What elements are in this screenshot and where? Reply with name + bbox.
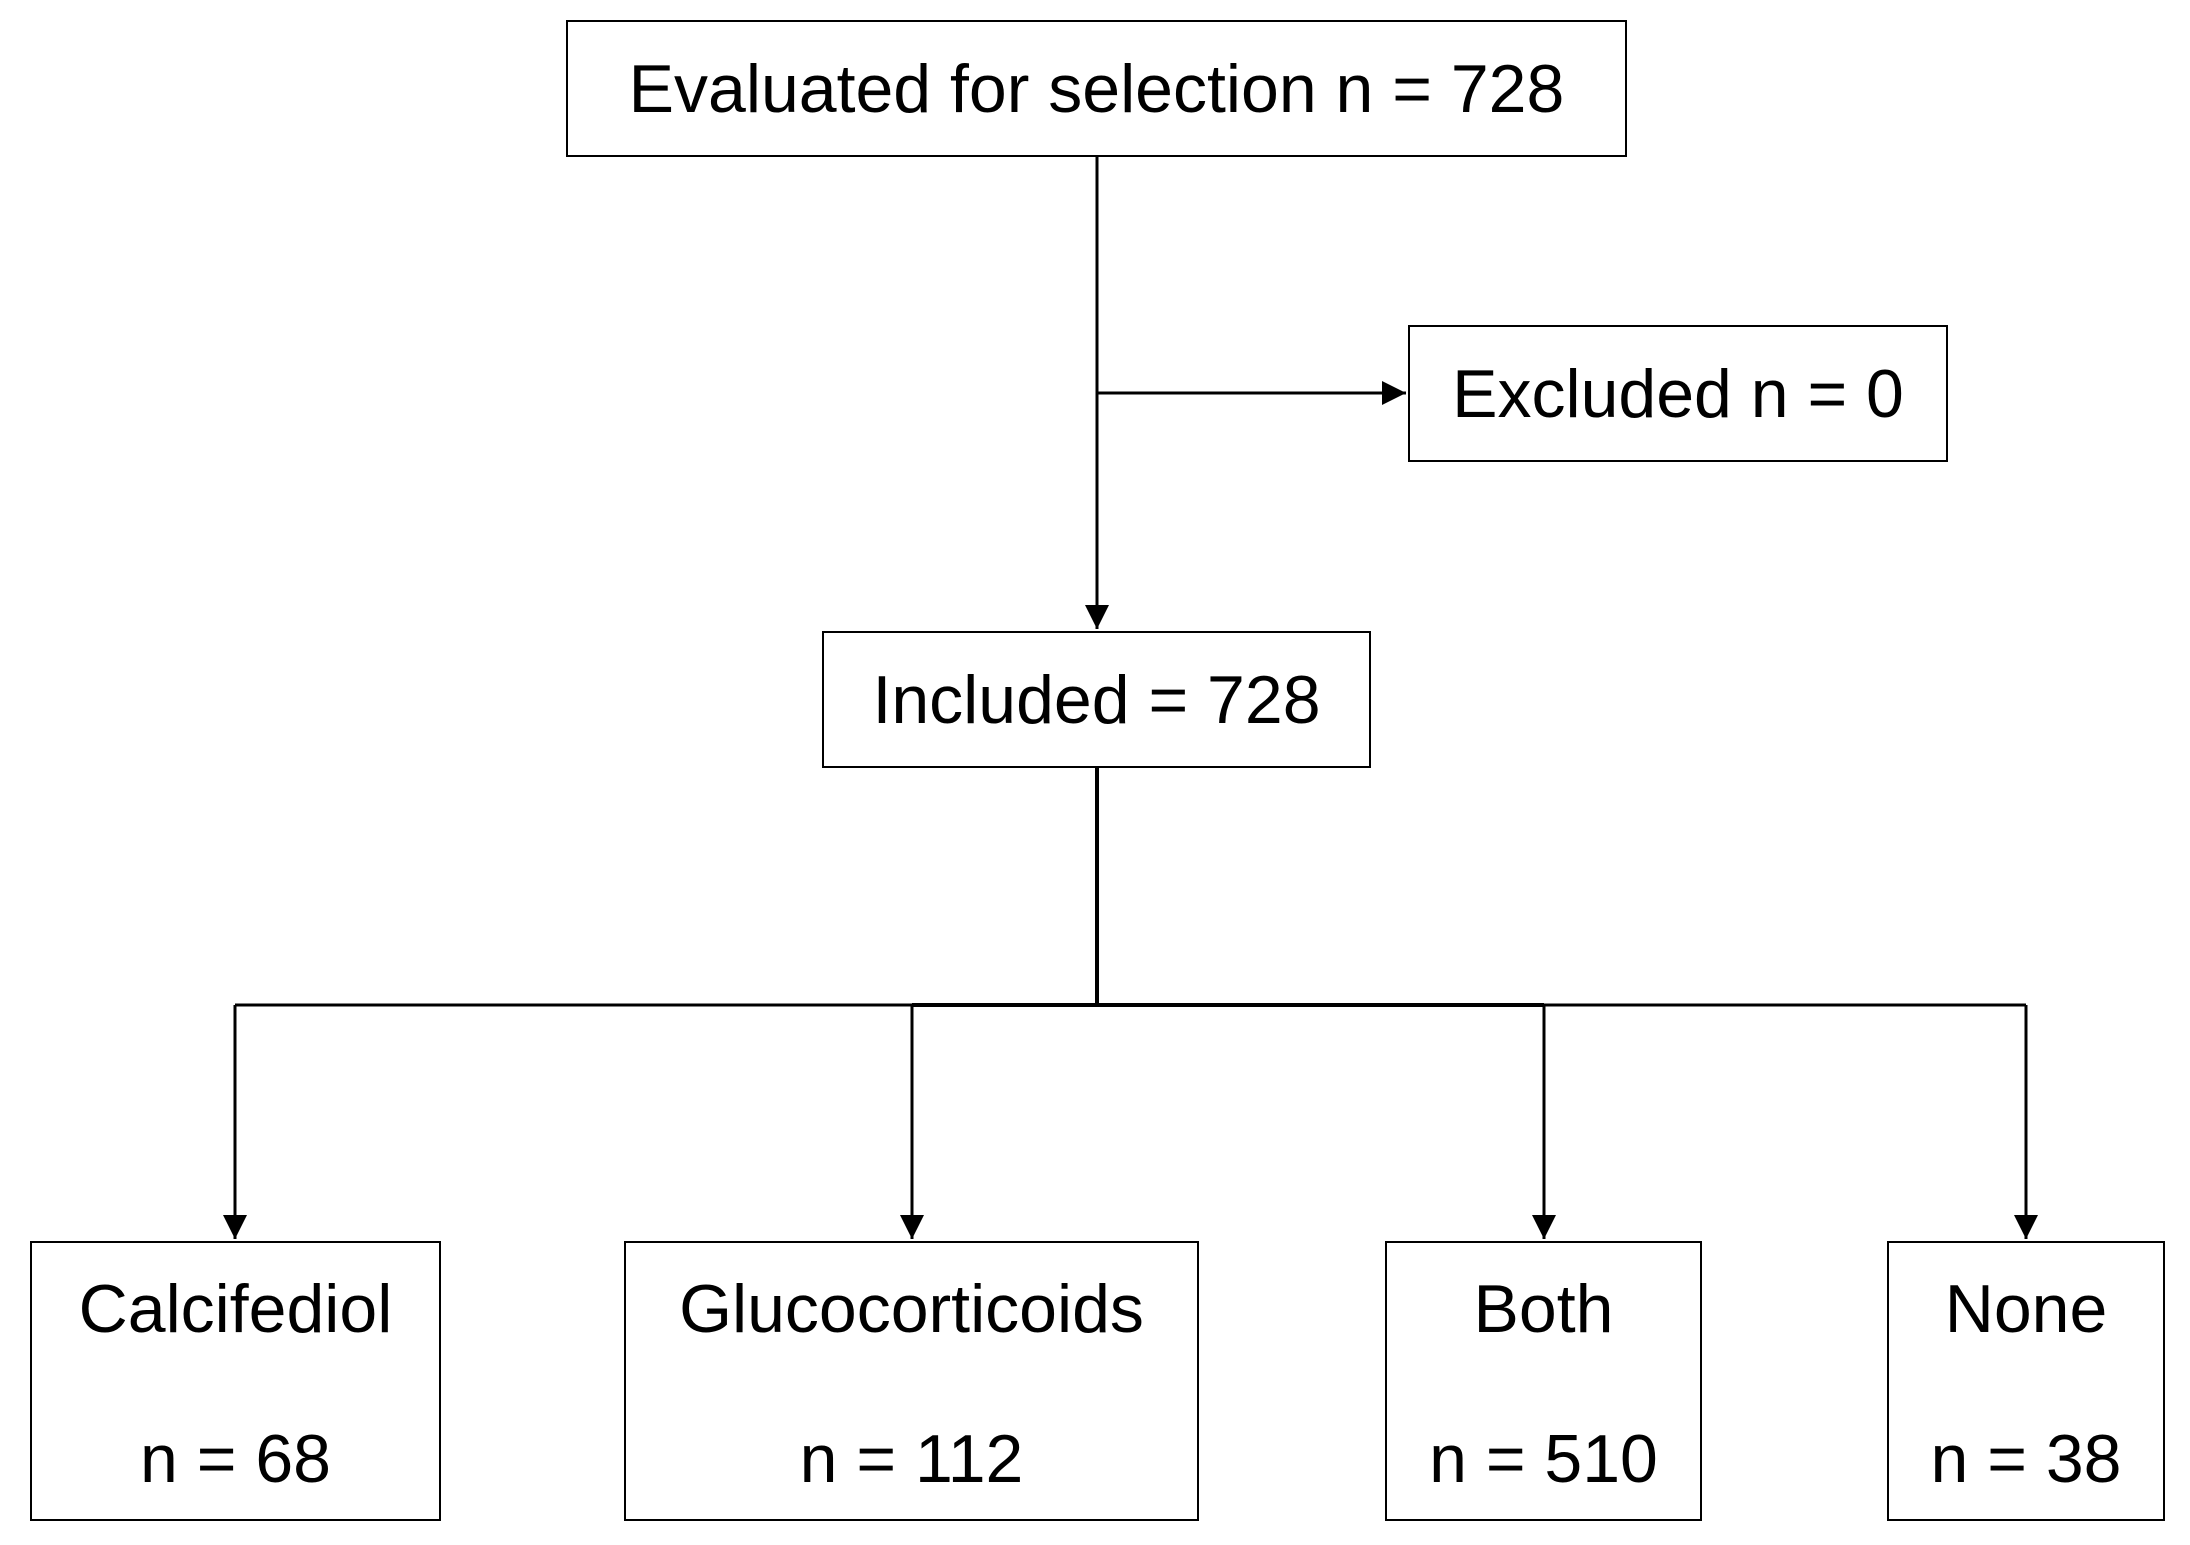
group-box-glucocorticoids: Glucocorticoids n = 112	[624, 1241, 1199, 1521]
group-name: Both	[1473, 1271, 1614, 1347]
group-box-none: None n = 38	[1887, 1241, 2165, 1521]
group-count: n = 68	[140, 1421, 331, 1497]
group-count: n = 38	[1930, 1421, 2122, 1497]
included-label: Included = 728	[872, 661, 1321, 738]
group-box-both: Both n = 510	[1385, 1241, 1702, 1521]
evaluated-label: Evaluated for selection n = 728	[628, 50, 1565, 127]
group-name: Calcifediol	[78, 1271, 393, 1347]
group-count: n = 510	[1429, 1421, 1658, 1497]
excluded-box: Excluded n = 0	[1408, 325, 1948, 462]
group-name: Glucocorticoids	[679, 1271, 1144, 1347]
group-name: None	[1944, 1271, 2108, 1347]
group-box-calcifediol: Calcifediol n = 68	[30, 1241, 441, 1521]
included-box: Included = 728	[822, 631, 1371, 768]
evaluated-box: Evaluated for selection n = 728	[566, 20, 1627, 157]
group-count: n = 112	[799, 1421, 1024, 1497]
excluded-label: Excluded n = 0	[1452, 355, 1904, 432]
